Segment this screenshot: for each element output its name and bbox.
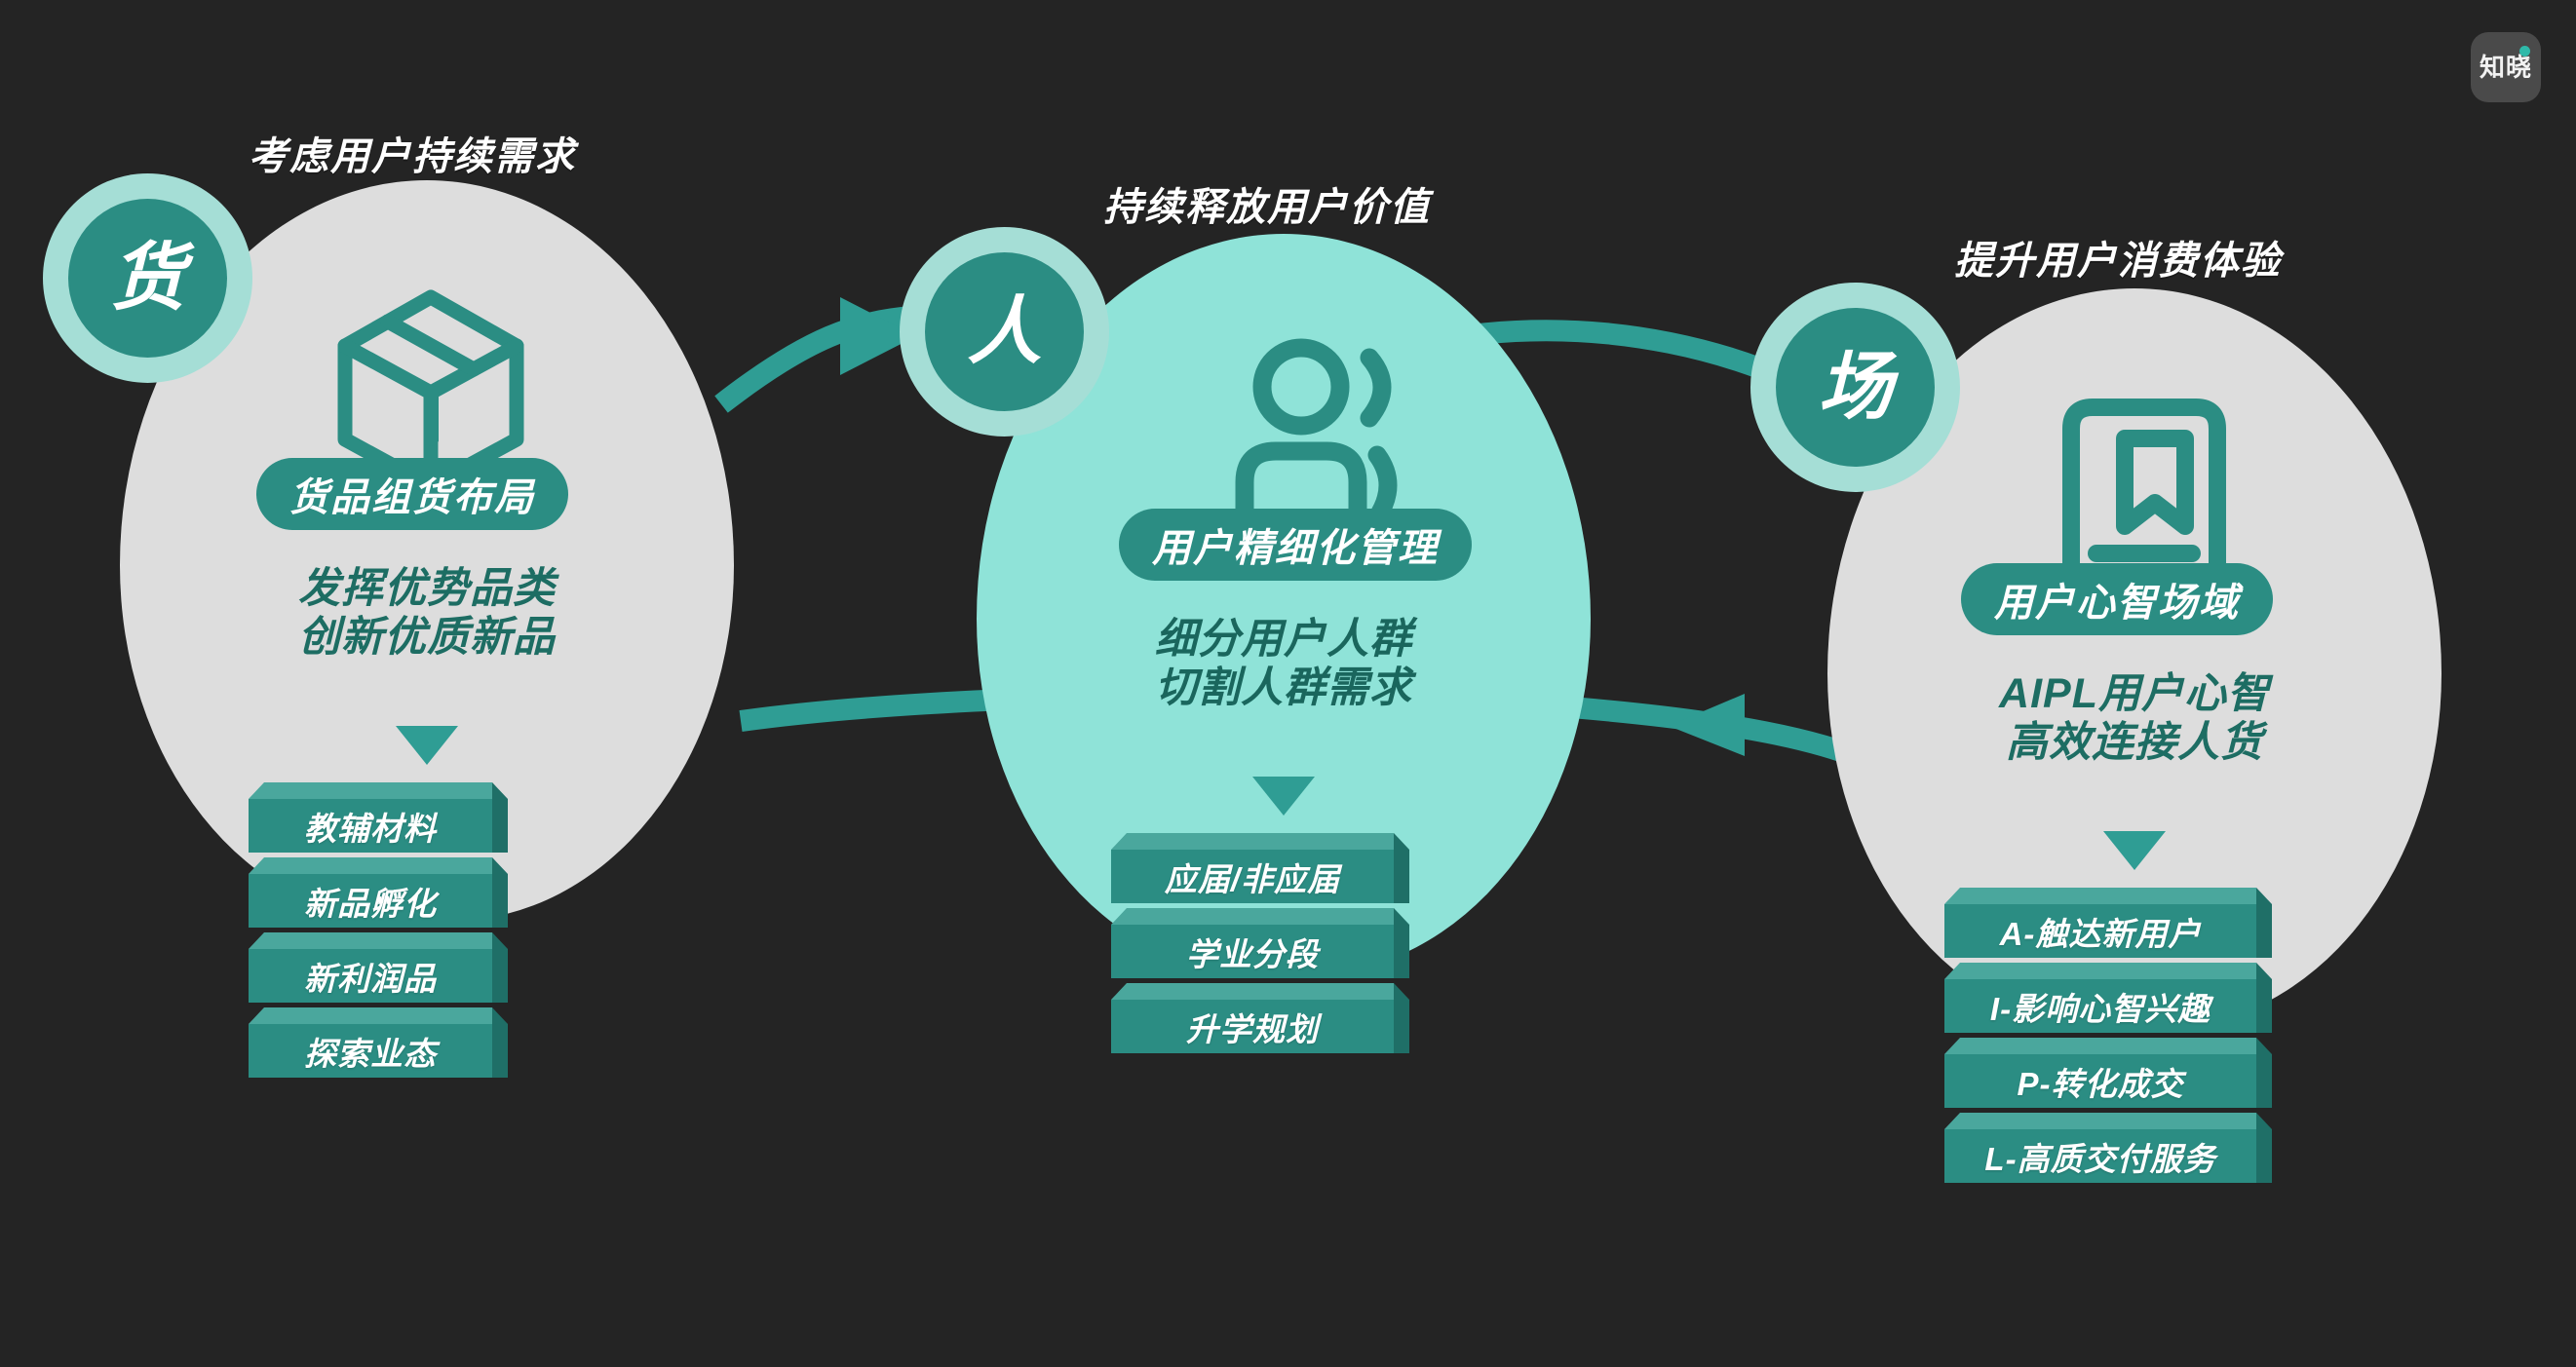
list-item-label: A-触达新用户	[1999, 915, 2202, 952]
box-side-face	[492, 1007, 508, 1078]
list-item[interactable]: I-影响心智兴趣	[1944, 963, 2272, 1033]
badge-people[interactable]: 人	[900, 227, 1109, 437]
triangle-down-icon-place	[2103, 831, 2166, 870]
item-stack-people: 应届/非应届 学业分段 升学规划	[1111, 833, 1409, 1075]
box-side-face	[492, 782, 508, 853]
headline-place: 提升用户消费体验	[1954, 240, 2282, 283]
watermark-logo: 知晓	[2471, 32, 2541, 102]
box-top-face	[1111, 833, 1394, 850]
box-side-face	[1394, 908, 1409, 978]
list-item[interactable]: L-高质交付服务	[1944, 1113, 2272, 1183]
badge-people-inner: 人	[925, 252, 1084, 411]
watermark-dot-icon	[2519, 46, 2530, 57]
desc-goods: 发挥优势品类 创新优质新品	[120, 565, 734, 663]
list-item[interactable]: 新品孵化	[249, 857, 508, 928]
box-top-face	[249, 857, 492, 874]
box-front-face: P-转化成交	[1944, 1054, 2256, 1108]
list-item[interactable]: 新利润品	[249, 932, 508, 1003]
list-item-label: 教辅材料	[304, 810, 437, 847]
triangle-down-icon-people	[1252, 777, 1315, 816]
list-item[interactable]: 应届/非应届	[1111, 833, 1409, 903]
list-item[interactable]: P-转化成交	[1944, 1038, 2272, 1108]
pill-place-label: 用户心智场域	[1994, 582, 2240, 625]
box-side-face	[1394, 983, 1409, 1053]
list-item[interactable]: 探索业态	[249, 1007, 508, 1078]
desc-people-line2: 切割人群需求	[1155, 664, 1412, 711]
box-front-face: I-影响心智兴趣	[1944, 979, 2256, 1033]
list-item-label: 探索业态	[304, 1035, 437, 1072]
watermark-text: 知晓	[2479, 53, 2532, 82]
box-side-face	[2256, 1038, 2272, 1108]
pill-people-label: 用户精细化管理	[1152, 527, 1439, 570]
box-top-face	[1944, 1038, 2256, 1054]
box-side-face	[492, 932, 508, 1003]
box-front-face: 探索业态	[249, 1024, 492, 1078]
badge-goods-inner: 货	[68, 199, 227, 358]
box-side-face	[2256, 963, 2272, 1033]
box-front-face: 升学规划	[1111, 1000, 1394, 1053]
pill-goods[interactable]: 货品组货布局	[256, 458, 568, 530]
pill-place[interactable]: 用户心智场域	[1961, 563, 2273, 635]
list-item[interactable]: 教辅材料	[249, 782, 508, 853]
list-item[interactable]: 学业分段	[1111, 908, 1409, 978]
desc-goods-line1: 发挥优势品类	[298, 565, 556, 612]
list-item-label: I-影响心智兴趣	[1989, 990, 2211, 1027]
badge-goods[interactable]: 货	[43, 173, 252, 383]
desc-place: AIPL用户心智 高效连接人货	[1827, 670, 2441, 768]
pill-people[interactable]: 用户精细化管理	[1119, 509, 1472, 581]
list-item-label: L-高质交付服务	[1984, 1140, 2216, 1177]
box-front-face: A-触达新用户	[1944, 904, 2256, 958]
box-front-face: L-高质交付服务	[1944, 1129, 2256, 1183]
list-item[interactable]: 升学规划	[1111, 983, 1409, 1053]
box-top-face	[249, 782, 492, 799]
triangle-down-icon-goods	[396, 726, 458, 765]
badge-place-char: 场	[1818, 345, 1893, 429]
badge-place-inner: 场	[1776, 308, 1935, 467]
pill-goods-label: 货品组货布局	[289, 476, 535, 519]
list-item-label: 新品孵化	[304, 885, 437, 922]
badge-place[interactable]: 场	[1750, 283, 1960, 492]
box-front-face: 学业分段	[1111, 925, 1394, 978]
desc-people-line1: 细分用户人群	[1155, 616, 1412, 663]
box-top-face	[1111, 908, 1394, 925]
box-side-face	[1394, 833, 1409, 903]
badge-goods-char: 货	[110, 236, 185, 320]
box-front-face: 应届/非应届	[1111, 850, 1394, 903]
desc-people: 细分用户人群 切割人群需求	[977, 616, 1591, 713]
headline-people: 持续释放用户价值	[1103, 186, 1431, 229]
box-top-face	[1111, 983, 1394, 1000]
connector-goods-to-people	[714, 297, 916, 413]
desc-place-line2: 高效连接人货	[2006, 718, 2263, 766]
box-side-face	[492, 857, 508, 928]
box-top-face	[249, 932, 492, 949]
badge-people-char: 人	[967, 289, 1042, 373]
list-item-label: 新利润品	[304, 960, 437, 997]
box-front-face: 教辅材料	[249, 799, 492, 853]
item-stack-place: A-触达新用户 I-影响心智兴趣 P-转化成交	[1944, 888, 2272, 1204]
list-item[interactable]: A-触达新用户	[1944, 888, 2272, 958]
box-top-face	[1944, 888, 2256, 904]
list-item-label: 应届/非应届	[1164, 860, 1341, 897]
box-front-face: 新品孵化	[249, 874, 492, 928]
box-top-face	[1944, 963, 2256, 979]
list-item-label: 升学规划	[1186, 1010, 1319, 1047]
desc-place-line1: AIPL用户心智	[1999, 670, 2270, 717]
box-top-face	[1944, 1113, 2256, 1129]
box-side-face	[2256, 888, 2272, 958]
desc-goods-line2: 创新优质新品	[298, 613, 556, 661]
box-front-face: 新利润品	[249, 949, 492, 1003]
box-top-face	[249, 1007, 492, 1024]
item-stack-goods: 教辅材料 新品孵化 新利润品 探索业态	[249, 782, 508, 1099]
box-side-face	[2256, 1113, 2272, 1183]
list-item-label: 学业分段	[1186, 935, 1319, 972]
headline-goods: 考虑用户持续需求	[249, 135, 576, 178]
list-item-label: P-转化成交	[2017, 1065, 2184, 1102]
bookmark-page-icon	[2052, 390, 2237, 604]
